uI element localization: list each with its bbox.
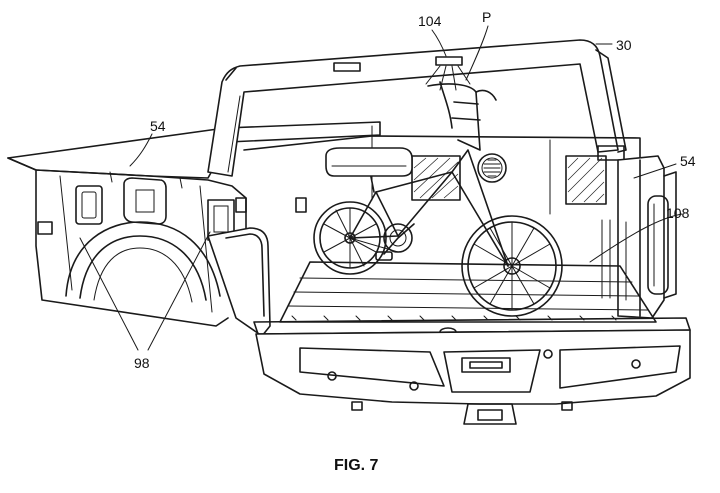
label-p: P xyxy=(482,9,491,25)
cab-headache-rack xyxy=(207,39,627,177)
truck-bed-right-side xyxy=(601,155,677,319)
reference-leader-lines xyxy=(79,25,683,351)
label-54-right: 54 xyxy=(680,153,696,169)
figure-caption: FIG. 7 xyxy=(334,457,379,474)
label-98: 98 xyxy=(134,355,150,371)
rear-bumper xyxy=(255,329,691,425)
label-30: 30 xyxy=(616,37,632,53)
truck-bed-left-side xyxy=(7,121,381,327)
truck-bed-floor xyxy=(279,261,657,323)
bicycle xyxy=(313,81,563,317)
truck-bed-front-wall xyxy=(243,125,641,215)
label-104: 104 xyxy=(418,13,442,29)
label-54-left: 54 xyxy=(150,118,166,134)
label-108: 108 xyxy=(666,205,690,221)
